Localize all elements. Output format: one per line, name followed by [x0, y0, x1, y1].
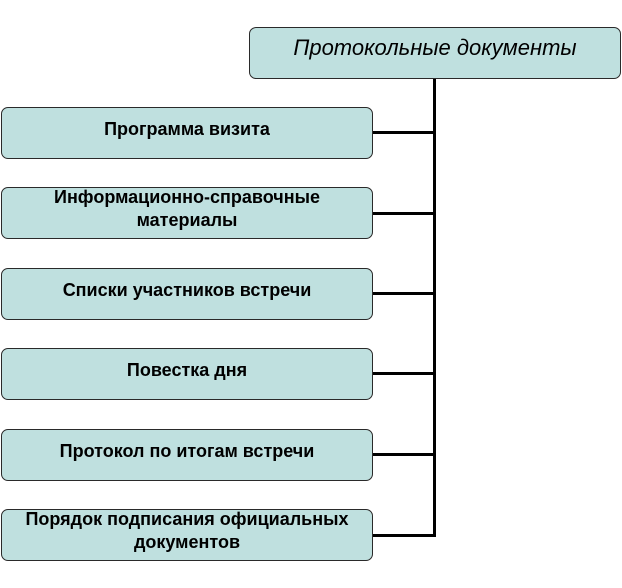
connector-branch-4: [373, 372, 435, 375]
child-node-label: Порядок подписания официальных документо…: [25, 509, 349, 552]
connector-branch-2: [373, 212, 435, 215]
connector-branch-3: [373, 292, 435, 295]
child-node-meeting-minutes: Протокол по итогам встречи: [1, 429, 373, 481]
child-node-signing-procedure: Порядок подписания официальных документо…: [1, 509, 373, 561]
child-node-label: Списки участников встречи: [62, 279, 312, 300]
child-node-label: Протокол по итогам встречи: [59, 440, 315, 461]
root-node-label: Протокольные документы: [293, 35, 577, 60]
connector-trunk: [433, 79, 436, 537]
child-node-label: Программа визита: [104, 118, 270, 139]
child-node-label: Информационно-справочные материалы: [54, 187, 320, 230]
connector-branch-5: [373, 453, 435, 456]
root-node: Протокольные документы: [249, 27, 621, 79]
child-node-participant-lists: Списки участников встречи: [1, 268, 373, 320]
child-node-reference-materials: Информационно-справочные материалы: [1, 187, 373, 239]
connector-branch-6: [373, 534, 435, 537]
child-node-agenda: Повестка дня: [1, 348, 373, 400]
connector-branch-1: [373, 131, 435, 134]
child-node-label: Повестка дня: [126, 359, 248, 380]
child-node-visit-program: Программа визита: [1, 107, 373, 159]
